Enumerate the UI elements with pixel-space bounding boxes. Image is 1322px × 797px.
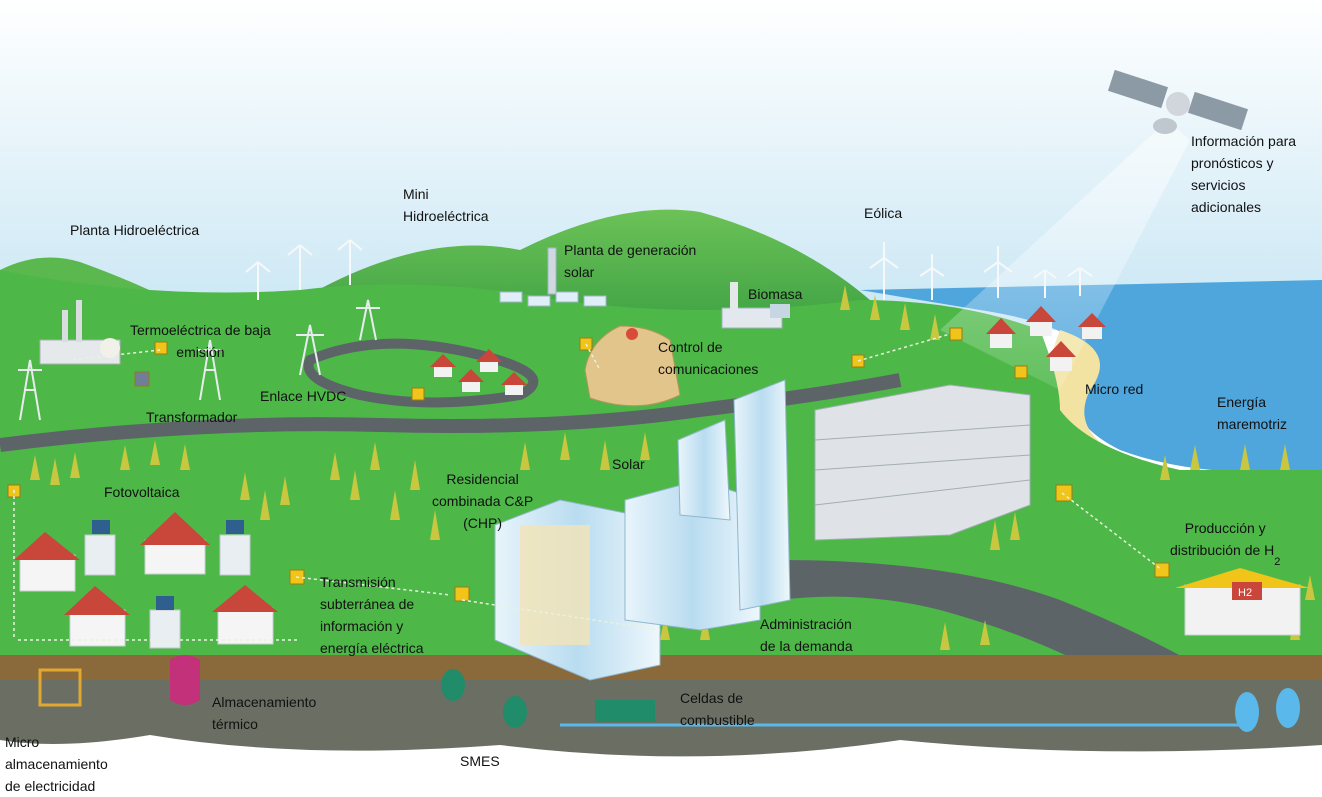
label-residencial-chp: Residencial combinada C&P (CHP) — [432, 468, 533, 534]
label-energia-maremotriz: Energía maremotriz — [1217, 391, 1287, 435]
label-transmision-subterranea: Transmisión subterránea de información y… — [320, 571, 424, 659]
label-eolica: Eólica — [864, 202, 902, 224]
label-administracion-demanda: Administración de la demanda — [760, 613, 853, 657]
label-mini-hidroelectrica: Mini Hidroeléctrica — [403, 183, 489, 227]
label-fotovoltaica: Fotovoltaica — [104, 481, 179, 503]
label-biomasa: Biomasa — [748, 283, 802, 305]
label-smes: SMES — [460, 750, 500, 772]
label-micro-red: Micro red — [1085, 378, 1143, 400]
label-planta-hidroelectrica: Planta Hidroeléctrica — [70, 219, 199, 241]
label-celdas-combustible: Celdas de combustible — [680, 687, 755, 731]
label-control-comunicaciones: Control de comunicaciones — [658, 336, 758, 380]
label-produccion-h2: Producción y distribución de H2 — [1170, 517, 1280, 563]
label-termoelectrica: Termoeléctrica de baja emisión — [130, 319, 271, 363]
label-almacenamiento-termico: Almacenamiento térmico — [212, 691, 316, 735]
label-planta-solar: Planta de generación solar — [564, 239, 696, 283]
parking-garage — [815, 385, 1030, 540]
h2-sign: H2 — [1238, 587, 1252, 599]
label-produccion-h2-text: Producción y distribución de H — [1170, 520, 1274, 558]
label-enlace-hvdc: Enlace HVDC — [260, 385, 346, 407]
label-info-pronosticos: Información para pronósticos y servicios… — [1191, 130, 1296, 218]
label-transformador: Transformador — [146, 406, 237, 428]
label-micro-almacenamiento: Micro almacenamiento de electricidad — [5, 731, 108, 797]
label-produccion-h2-subscript: 2 — [1274, 556, 1280, 568]
label-solar: Solar — [612, 453, 645, 475]
